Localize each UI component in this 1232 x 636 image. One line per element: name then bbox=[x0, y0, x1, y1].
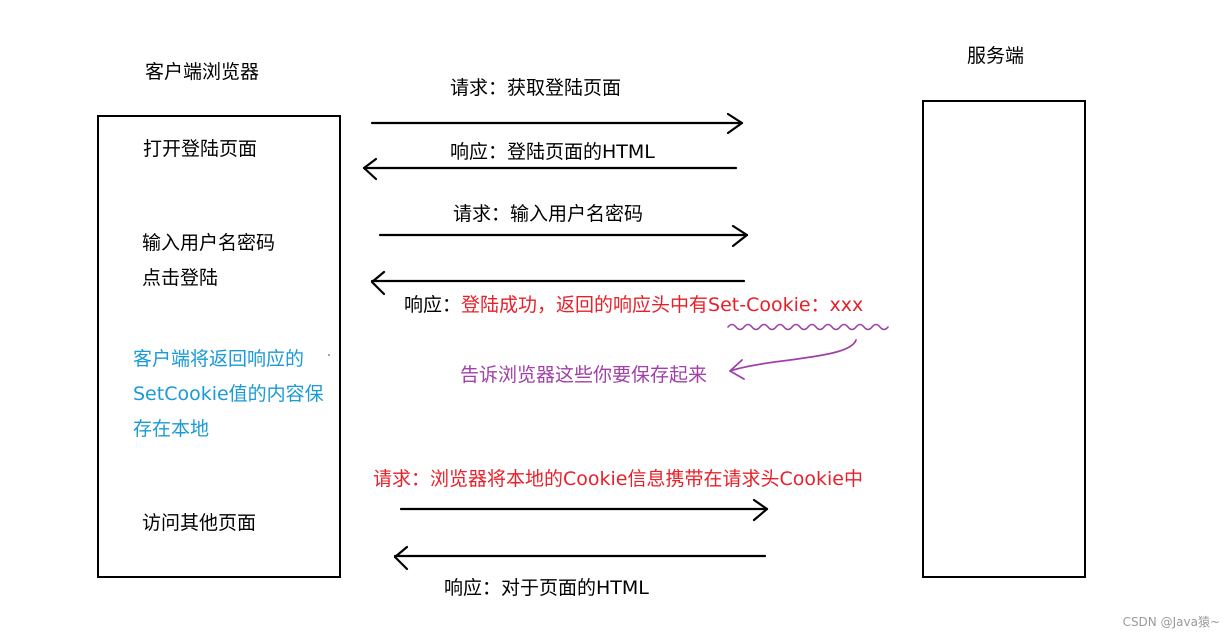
annotation-pointer-arrow bbox=[729, 339, 857, 380]
store-note-line-2: SetCookie值的内容保 bbox=[133, 383, 324, 405]
arrow-request-credentials bbox=[378, 224, 749, 248]
arrow-request-with-cookie bbox=[399, 498, 769, 522]
message-request-credentials: 请求：输入用户名密码 bbox=[453, 203, 644, 225]
response-prefix: 响应： bbox=[404, 294, 462, 316]
watermark: CSDN @Java猿~ bbox=[1122, 615, 1220, 629]
set-cookie-text: 登陆成功，返回的响应头中有Set-Cookie：xxx bbox=[461, 294, 864, 316]
message-response-login-success: 响应：登陆成功，返回的响应头中有Set-Cookie：xxx bbox=[404, 293, 863, 317]
client-title: 客户端浏览器 bbox=[145, 61, 260, 83]
annotation-tell-browser-save: 告诉浏览器这些你要保存起来 bbox=[460, 364, 708, 386]
server-box bbox=[922, 100, 1086, 578]
arrow-response-login-success bbox=[370, 270, 746, 296]
message-request-login-page: 请求：获取登陆页面 bbox=[450, 77, 622, 99]
client-step-click-login: 点击登陆 bbox=[142, 267, 219, 289]
client-browser-box bbox=[97, 115, 341, 578]
store-note-line-1: 客户端将返回响应的 bbox=[133, 348, 305, 370]
arrow-request-login-page bbox=[370, 112, 744, 135]
client-store-cookie-note: 客户端将返回响应的 SetCookie值的内容保 存在本地 bbox=[133, 342, 338, 447]
message-request-with-cookie: 请求：浏览器将本地的Cookie信息携带在请求头Cookie中 bbox=[373, 468, 863, 490]
client-step-open-login: 打开登陆页面 bbox=[143, 138, 258, 160]
store-note-line-3: 存在本地 bbox=[133, 418, 210, 440]
message-response-other-page: 响应：对于页面的HTML bbox=[444, 577, 649, 599]
arrow-response-login-html bbox=[362, 157, 738, 181]
stray-dot bbox=[328, 354, 330, 356]
message-response-login-html: 响应：登陆页面的HTML bbox=[450, 141, 655, 163]
client-step-input-credentials: 输入用户名密码 bbox=[142, 232, 276, 254]
client-step-visit-other-pages: 访问其他页面 bbox=[142, 512, 257, 534]
server-title: 服务端 bbox=[967, 45, 1025, 67]
arrow-response-other-page bbox=[393, 545, 767, 571]
set-cookie-wavy-underline bbox=[727, 323, 889, 331]
